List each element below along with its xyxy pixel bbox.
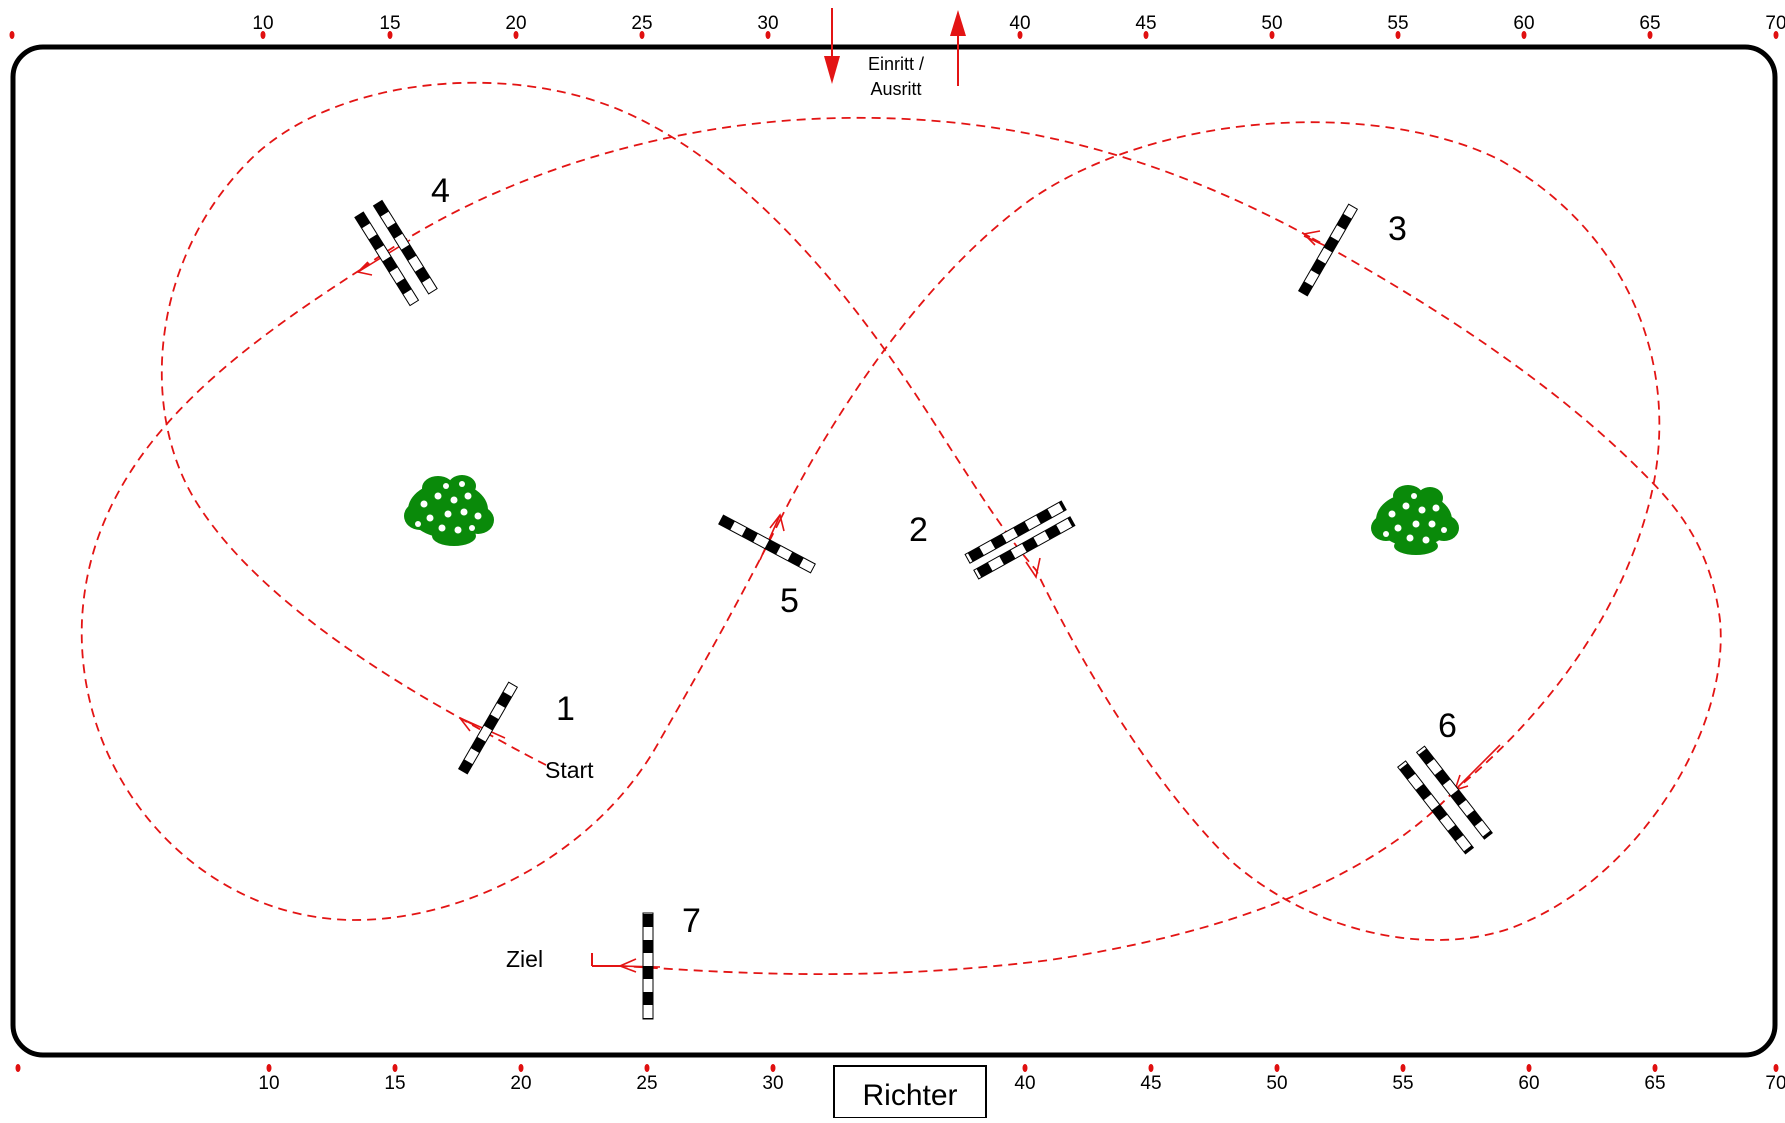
- entry-exit-label-2: Ausritt: [870, 79, 921, 99]
- bottom-scale-label: 10: [258, 1073, 279, 1094]
- bottom-corner-marker: [16, 1064, 21, 1072]
- bush-icon: [1371, 485, 1459, 555]
- top-scale-marker: [766, 31, 771, 39]
- bottom-scale-label: 30: [762, 1073, 783, 1094]
- bottom-scale-label: 65: [1644, 1073, 1665, 1094]
- arena-border: [13, 47, 1775, 1055]
- fence-number-1: 1: [556, 690, 575, 728]
- top-scale-marker: [1774, 31, 1779, 39]
- finish-label: Ziel: [506, 946, 543, 972]
- course-segment-4: [780, 122, 1659, 790]
- top-scale-marker: [1018, 31, 1023, 39]
- bottom-scale-marker: [1149, 1064, 1154, 1072]
- entry-exit-label-1: Einritt /: [868, 54, 924, 74]
- bottom-scale-marker: [1653, 1064, 1658, 1072]
- bottom-scale-marker: [1401, 1064, 1406, 1072]
- bottom-scale-label: 50: [1266, 1073, 1287, 1094]
- fence-4: [355, 200, 437, 305]
- top-scale-label: 15: [379, 13, 400, 34]
- start-label: Start: [545, 757, 594, 783]
- fence-6: [1398, 746, 1493, 854]
- top-scale-marker: [514, 31, 519, 39]
- top-scale-label: 50: [1261, 13, 1282, 34]
- bottom-scale-label: 60: [1518, 1073, 1539, 1094]
- top-scale-label: 20: [505, 13, 526, 34]
- top-scale-label: 55: [1387, 13, 1408, 34]
- judge-label: Richter: [862, 1079, 957, 1112]
- bottom-scale-label: 20: [510, 1073, 531, 1094]
- bottom-scale-marker: [519, 1064, 524, 1072]
- fence-number-6: 6: [1438, 707, 1457, 745]
- bottom-scale-marker: [771, 1064, 776, 1072]
- fence-2: [965, 501, 1075, 579]
- top-scale-label: 60: [1513, 13, 1534, 34]
- top-scale-label: 30: [757, 13, 778, 34]
- fence-7: [643, 913, 653, 1019]
- top-scale-label: 25: [631, 13, 652, 34]
- bush-icon: [404, 475, 494, 546]
- fence-number-4: 4: [431, 172, 450, 210]
- top-scale-marker: [1396, 31, 1401, 39]
- top-scale-marker: [388, 31, 393, 39]
- arrow-at-1-icon: [460, 718, 474, 731]
- bottom-scale-marker: [267, 1064, 272, 1072]
- top-scale-label: 65: [1639, 13, 1660, 34]
- bottom-scale-marker: [393, 1064, 398, 1072]
- fence-3: [1299, 204, 1358, 296]
- course-direction-arrows: [358, 231, 1500, 972]
- top-scale-marker: [1270, 31, 1275, 39]
- bottom-scale-label: 45: [1140, 1073, 1161, 1094]
- course-segment-3: [82, 270, 780, 920]
- bottom-scale-label: 55: [1392, 1073, 1413, 1094]
- bottom-scale-marker: [1275, 1064, 1280, 1072]
- top-scale-label: 45: [1135, 13, 1156, 34]
- top-scale-marker: [1522, 31, 1527, 39]
- bottom-scale-label: 15: [384, 1073, 405, 1094]
- scale-top: 10 15 20 25 30 40 45 50 55 60 65 70: [10, 13, 1785, 39]
- bottom-scale-marker: [1774, 1064, 1779, 1072]
- course-segment-1: [162, 83, 1721, 940]
- bottom-scale-marker: [645, 1064, 650, 1072]
- top-scale-marker: [640, 31, 645, 39]
- course-path: [82, 83, 1721, 974]
- top-scale-label: 70: [1765, 13, 1785, 34]
- fence-number-2: 2: [909, 511, 928, 549]
- top-scale-label: 10: [252, 13, 273, 34]
- top-scale-marker: [261, 31, 266, 39]
- bottom-scale-marker: [1527, 1064, 1532, 1072]
- fence-number-7: 7: [682, 902, 701, 940]
- top-corner-marker: [10, 31, 15, 39]
- course-segment-5: [620, 790, 1455, 974]
- judge-box: Richter: [834, 1066, 986, 1118]
- top-scale-label: 40: [1009, 13, 1030, 34]
- fence-number-3: 3: [1388, 210, 1407, 248]
- bottom-scale-label: 70: [1765, 1073, 1785, 1094]
- bottom-scale-marker: [1023, 1064, 1028, 1072]
- bottom-scale-label: 25: [636, 1073, 657, 1094]
- fence-number-5: 5: [780, 582, 799, 620]
- top-scale-marker: [1144, 31, 1149, 39]
- bottom-scale-label: 40: [1014, 1073, 1035, 1094]
- fence-5: [719, 515, 816, 573]
- top-scale-marker: [1648, 31, 1653, 39]
